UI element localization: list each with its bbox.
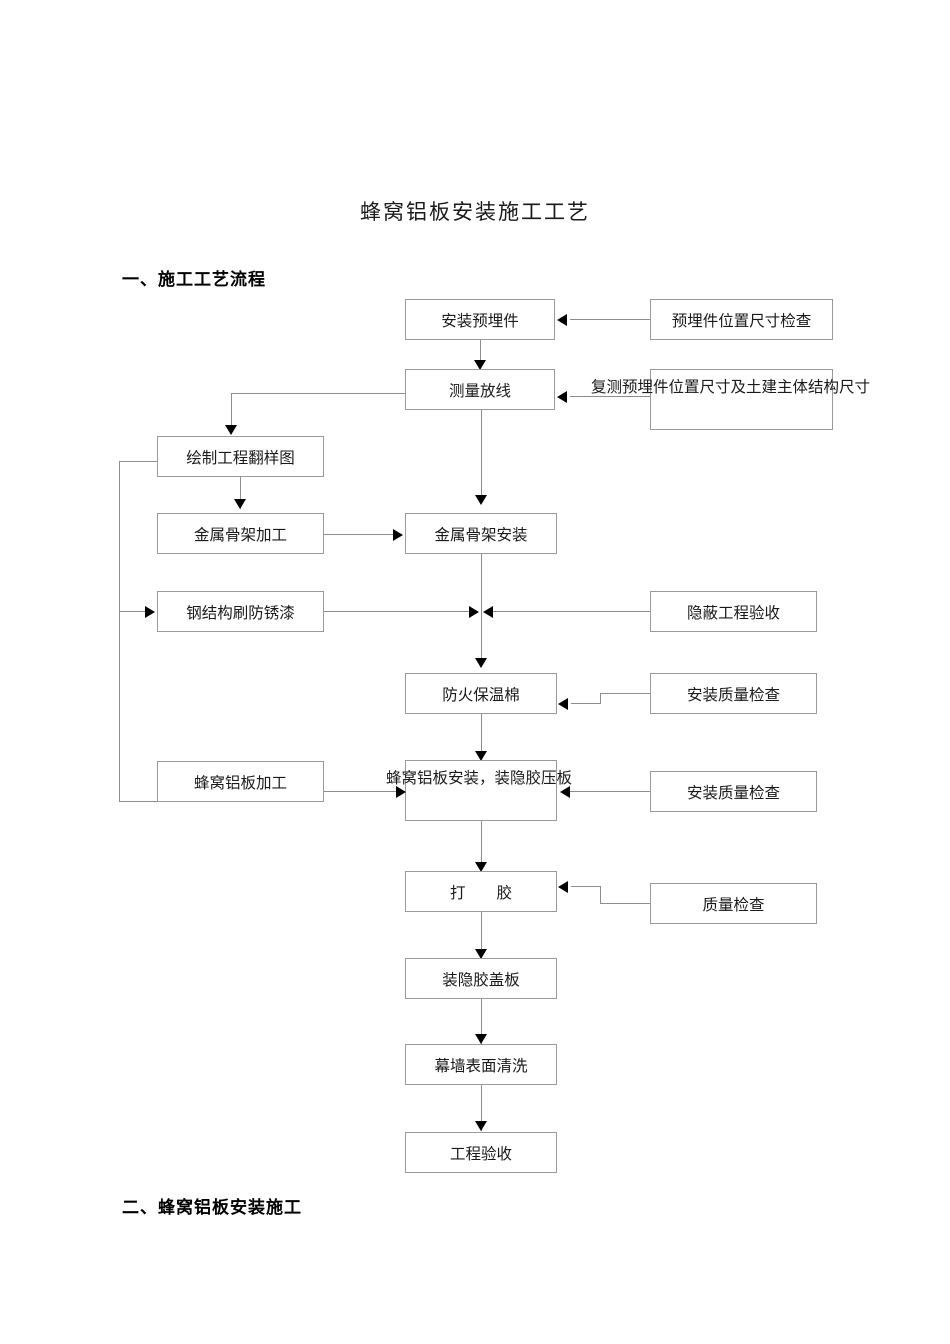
connector-insulation-to-panel-installation [481, 714, 482, 760]
connector-qc1-down [600, 693, 601, 703]
arrowhead-to-sealant [475, 862, 487, 872]
arrowhead-to-frame-installation [393, 529, 403, 541]
connector-recheck-to-survey [570, 396, 650, 397]
connector-qc2-to-panel-installation [570, 791, 650, 792]
node-fireproof-insulation: 防火保温棉 [405, 673, 557, 714]
arrowhead-to-fireproof-insulation [475, 658, 487, 668]
connector-qc1-left [600, 693, 650, 694]
connector-fabrication-to-installation [324, 534, 393, 535]
node-panel-installation-label: 蜂窝铝板安装，装隐胶压板 [386, 770, 573, 787]
node-install-quality-check-2: 安装质量检查 [650, 771, 817, 812]
connector-survey-to-frame-installation [481, 410, 482, 503]
node-project-acceptance: 工程验收 [405, 1132, 557, 1173]
connector-antirust-to-junction [324, 611, 469, 612]
arrowhead-to-cleaning [475, 1034, 487, 1044]
connector-embedded-to-survey [480, 340, 481, 370]
connector-qc1-to-insulation [571, 703, 601, 704]
arrowhead-to-survey-setting-out [557, 391, 567, 403]
arrowhead-to-panel-installation [475, 751, 487, 761]
arrowhead-to-frame-installation-top [475, 495, 487, 505]
connector-sealant-to-cover-strip [481, 912, 482, 958]
connector-rail-to-antirust [119, 611, 145, 612]
node-sealant: 打 胶 [405, 871, 557, 912]
node-install-cover-strip: 装隐胶盖板 [405, 958, 557, 999]
section-heading-panel-installation: 二、蜂窝铝板安装施工 [122, 1198, 302, 1217]
page-title: 蜂窝铝板安装施工工艺 [360, 200, 590, 224]
node-recheck-dimensions: 复测预埋件位置尺寸及土建主体结构尺寸 [591, 369, 870, 430]
connector-panel-installation-to-sealant [481, 821, 482, 871]
arrowhead-to-cover-strip [475, 949, 487, 959]
arrowhead-to-panel-installation-left [396, 786, 406, 798]
connector-junction-to-insulation [481, 611, 482, 667]
connector-panel-fabrication-to-installation [324, 791, 405, 792]
node-frame-fabrication: 金属骨架加工 [157, 513, 324, 554]
connector-drawing-to-fabrication [240, 477, 241, 509]
connector-acceptance-to-junction [493, 611, 650, 612]
arrowhead-to-frame-fabrication [234, 499, 246, 509]
connector-cleaning-to-acceptance [481, 1085, 482, 1131]
node-recheck-dimensions-label: 复测预埋件位置尺寸及土建主体结构尺寸 [591, 379, 871, 396]
arrowhead-to-antirust-paint [145, 606, 155, 618]
node-panel-installation: 蜂窝铝板安装，装隐胶压板 [386, 760, 572, 821]
arrowhead-to-survey [474, 360, 486, 370]
connector-check-to-embedded [570, 319, 650, 320]
node-antirust-paint: 钢结构刷防锈漆 [157, 591, 324, 632]
arrowhead-to-shop-drawing [225, 425, 237, 435]
section-heading-process-flow: 一、施工工艺流程 [122, 270, 266, 289]
connector-rail-top [119, 461, 157, 462]
node-install-quality-check-1: 安装质量检查 [650, 673, 817, 714]
arrowhead-junction-left [469, 606, 479, 618]
arrowhead-to-project-acceptance [475, 1121, 487, 1131]
node-concealed-acceptance: 隐蔽工程验收 [650, 591, 817, 632]
connector-cover-strip-to-cleaning [481, 999, 482, 1044]
node-draw-shop-drawing: 绘制工程翻样图 [157, 436, 324, 477]
node-embedded-parts-check: 预埋件位置尺寸检查 [650, 299, 833, 340]
arrowhead-to-panel-installation-right [560, 786, 570, 798]
node-install-embedded-parts: 安装预埋件 [405, 299, 555, 340]
connector-rail-vertical [119, 461, 120, 801]
node-curtain-wall-cleaning: 幕墙表面清洗 [405, 1044, 557, 1085]
connector-rail-to-panel-fabrication [119, 801, 157, 802]
connector-qc-up [600, 886, 601, 903]
connector-frame-installation-down [481, 554, 482, 611]
arrowhead-to-install-embedded-parts [557, 314, 567, 326]
connector-qc-left [600, 903, 650, 904]
node-survey-setting-out: 测量放线 [405, 369, 555, 410]
arrowhead-to-fireproof-insulation-right [558, 698, 568, 710]
connector-survey-down [231, 393, 232, 434]
connector-survey-left [231, 393, 405, 394]
node-quality-check: 质量检查 [650, 883, 817, 924]
node-panel-fabrication: 蜂窝铝板加工 [157, 761, 324, 802]
arrowhead-to-sealant-right [558, 881, 568, 893]
node-frame-installation: 金属骨架安装 [405, 513, 557, 554]
connector-qc-to-sealant [571, 886, 600, 887]
arrowhead-junction-right [483, 606, 493, 618]
